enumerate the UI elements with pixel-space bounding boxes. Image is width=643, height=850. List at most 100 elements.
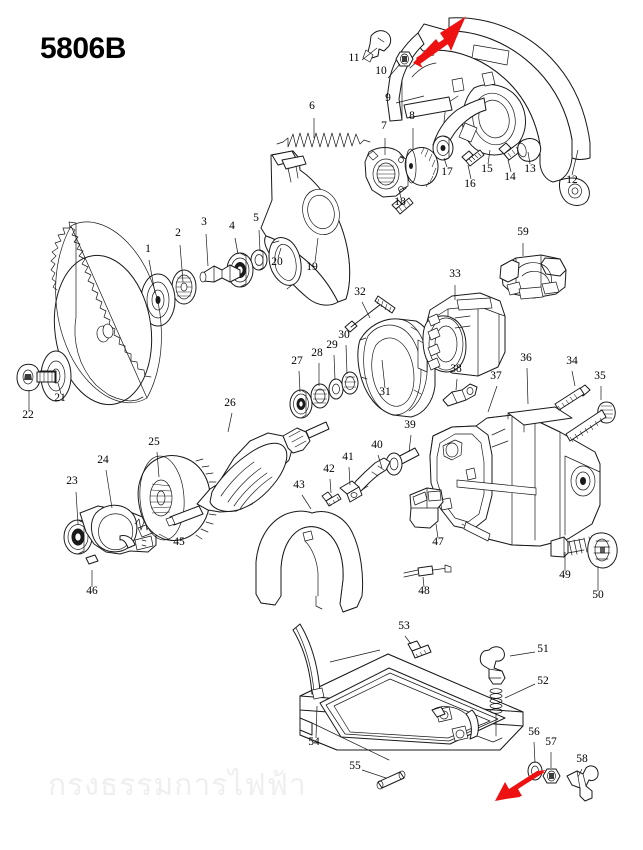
callout-number-43: 43 bbox=[293, 479, 305, 491]
callout-number-53: 53 bbox=[398, 620, 410, 632]
part-screw-42 bbox=[321, 491, 342, 507]
callout-number-28: 28 bbox=[311, 347, 323, 359]
part-terminal-38 bbox=[442, 383, 478, 407]
callout-number-39: 39 bbox=[404, 419, 416, 431]
callout-number-41: 41 bbox=[342, 451, 354, 463]
callout-number-58: 58 bbox=[576, 753, 588, 765]
callout-number-27: 27 bbox=[291, 355, 303, 367]
callout-number-8: 8 bbox=[409, 110, 415, 122]
callout-number-4: 4 bbox=[229, 220, 235, 232]
part-compression-spring-52 bbox=[489, 688, 503, 737]
part-ball-bearing-27 bbox=[289, 389, 313, 419]
part-lead-wire-48 bbox=[403, 564, 452, 578]
callout-number-1: 1 bbox=[145, 243, 151, 255]
part-switch-47 bbox=[409, 487, 444, 529]
callout-number-2: 2 bbox=[175, 227, 181, 239]
part-hex-socket-bolt-22 bbox=[16, 363, 56, 392]
part-torsion-spring-6 bbox=[276, 132, 371, 148]
part-field-stator-33 bbox=[422, 292, 506, 377]
callout-number-59: 59 bbox=[517, 226, 529, 238]
part-insulation-plate-36 bbox=[507, 406, 573, 433]
highlight-arrow-bottom bbox=[495, 770, 546, 801]
callout-number-49: 49 bbox=[559, 569, 571, 581]
callout-number-38: 38 bbox=[450, 363, 462, 375]
part-motor-housing-37 bbox=[429, 414, 601, 547]
part-hex-nut-57 bbox=[542, 768, 561, 784]
callout-number-17: 17 bbox=[441, 166, 453, 178]
part-wing-bolt-51 bbox=[479, 646, 506, 685]
callout-leader-lines bbox=[28, 47, 602, 779]
part-power-cord-40 bbox=[349, 457, 391, 496]
highlight-arrow-top bbox=[413, 16, 466, 68]
callout-number-26: 26 bbox=[224, 397, 236, 409]
callout-number-22: 22 bbox=[22, 409, 34, 421]
callout-number-20: 20 bbox=[271, 256, 283, 268]
part-cord-sleeve-39 bbox=[385, 447, 420, 476]
callout-number-36: 36 bbox=[520, 352, 532, 364]
callout-number-24: 24 bbox=[97, 454, 109, 466]
callout-number-51: 51 bbox=[537, 643, 549, 655]
part-depth-guide-arc bbox=[292, 623, 325, 700]
part-wing-bolt-58 bbox=[566, 765, 599, 802]
callout-number-31: 31 bbox=[379, 386, 391, 398]
callout-number-3: 3 bbox=[201, 216, 207, 228]
watermark-text: กรงธรรมการไฟฟ้า bbox=[48, 768, 307, 803]
part-safety-cover-12 bbox=[386, 17, 591, 206]
callout-number-30: 30 bbox=[338, 329, 350, 341]
callout-number-21: 21 bbox=[54, 392, 66, 404]
callout-number-55: 55 bbox=[349, 760, 361, 772]
part-rubber-ring-30 bbox=[341, 371, 359, 395]
page-title: 5806B bbox=[40, 32, 126, 65]
part-base-plate-54 bbox=[299, 653, 524, 761]
part-spacer-13 bbox=[517, 138, 542, 162]
part-handle-cover-43 bbox=[255, 510, 364, 613]
part-hex-socket-bolt-53 bbox=[407, 640, 432, 659]
callout-number-15: 15 bbox=[481, 163, 493, 175]
callout-number-25: 25 bbox=[148, 436, 160, 448]
part-pan-head-screw-34 bbox=[554, 384, 591, 411]
part-washer-5 bbox=[250, 249, 268, 271]
part-name-plate-9 bbox=[403, 96, 453, 119]
callout-number-12: 12 bbox=[566, 174, 578, 186]
part-lever-11 bbox=[362, 30, 392, 63]
part-spiral-bevel-gear-8 bbox=[404, 147, 439, 188]
part-carbon-brush-49 bbox=[550, 536, 593, 558]
part-fan-gear-25 bbox=[137, 455, 219, 541]
callout-number-9: 9 bbox=[385, 92, 391, 104]
callout-number-13: 13 bbox=[524, 163, 536, 175]
part-gear-housing-7 bbox=[364, 147, 410, 198]
callout-number-32: 32 bbox=[354, 286, 366, 298]
callout-number-50: 50 bbox=[592, 589, 604, 601]
callout-number-16: 16 bbox=[464, 178, 476, 190]
callout-number-35: 35 bbox=[594, 370, 606, 382]
part-rod-55 bbox=[376, 770, 406, 790]
callout-number-54: 54 bbox=[308, 736, 320, 748]
callout-number-19: 19 bbox=[306, 261, 318, 273]
callout-number-42: 42 bbox=[323, 463, 335, 475]
part-cord-clamp-41 bbox=[339, 480, 363, 503]
callout-number-40: 40 bbox=[371, 439, 383, 451]
part-saw-blade bbox=[50, 221, 162, 406]
part-washer-29 bbox=[328, 378, 344, 400]
callout-number-29: 29 bbox=[326, 339, 338, 351]
callout-number-34: 34 bbox=[566, 355, 578, 367]
callout-number-56: 56 bbox=[528, 726, 540, 738]
callout-number-7: 7 bbox=[381, 120, 387, 132]
part-bearing-box-17 bbox=[432, 135, 454, 161]
part-screw-16 bbox=[461, 149, 485, 167]
callout-number-14: 14 bbox=[504, 171, 516, 183]
callout-number-10: 10 bbox=[375, 65, 387, 77]
callout-number-45: 45 bbox=[173, 536, 185, 548]
callout-number-11: 11 bbox=[348, 52, 359, 64]
callout-number-48: 48 bbox=[418, 585, 430, 597]
callout-number-57: 57 bbox=[545, 736, 557, 748]
callout-number-18: 18 bbox=[394, 196, 406, 208]
part-bearing-retainer-28 bbox=[310, 383, 330, 409]
callout-number-6: 6 bbox=[309, 100, 315, 112]
callout-number-46: 46 bbox=[86, 585, 98, 597]
part-brush-holder-assembly-59 bbox=[499, 254, 567, 300]
part-brush-holder-cap-50 bbox=[587, 532, 618, 569]
